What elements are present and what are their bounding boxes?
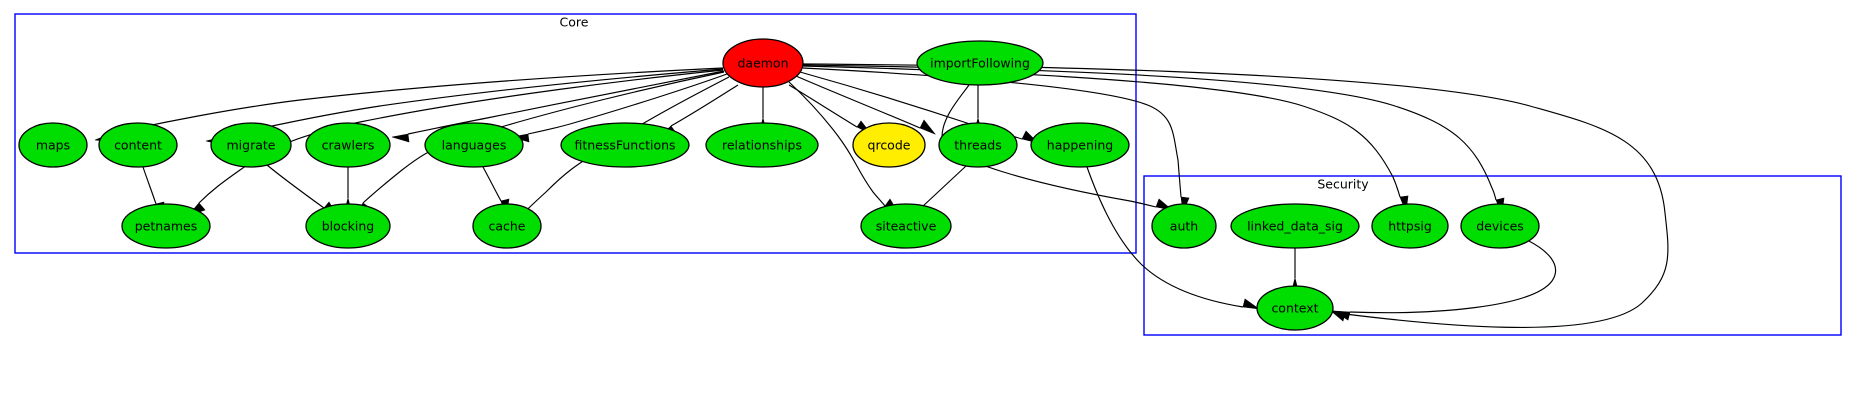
node-shape-threads[interactable]	[938, 122, 1018, 168]
edge-line	[788, 84, 858, 128]
node-crawlers[interactable]: crawlers	[305, 122, 391, 168]
edge-daemon-to-crawlers	[391, 70, 725, 143]
node-shape-relationships[interactable]	[705, 122, 819, 168]
cluster-border-security	[1143, 175, 1842, 336]
node-auth[interactable]: auth	[1151, 203, 1217, 249]
node-blocking[interactable]: blocking	[305, 203, 391, 249]
edge-line	[142, 166, 157, 205]
edge-line	[221, 68, 724, 138]
edges-layer	[94, 63, 1669, 328]
node-shape-happening[interactable]	[1030, 122, 1130, 168]
edge-line	[198, 69, 724, 204]
node-languages[interactable]: languages	[424, 122, 524, 168]
edge-line	[1349, 239, 1557, 314]
node-shape-migrate[interactable]	[210, 122, 292, 168]
cluster-label-core: Core	[560, 15, 589, 30]
node-shape-languages[interactable]	[424, 122, 524, 168]
edge-line	[795, 75, 921, 129]
node-migrate[interactable]: migrate	[210, 122, 292, 168]
node-siteactive[interactable]: siteactive	[860, 203, 952, 249]
node-fitnessFunctions[interactable]: fitnessFunctions	[560, 122, 690, 168]
edge-line	[670, 84, 739, 127]
node-happening[interactable]: happening	[1030, 122, 1130, 168]
edge-line	[527, 73, 728, 135]
node-qrcode[interactable]: qrcode	[852, 122, 926, 168]
edge-line	[941, 84, 1157, 208]
edge-line	[788, 81, 886, 207]
edge-line	[802, 67, 1182, 198]
edge-arrowhead-icon	[1332, 310, 1351, 321]
edge-line	[482, 166, 502, 202]
edge-line	[802, 63, 1669, 328]
cluster-border-core	[14, 13, 1137, 254]
edge-arrowhead-icon	[919, 119, 936, 135]
node-shape-devices[interactable]	[1460, 203, 1540, 249]
edge-line	[109, 67, 724, 135]
node-shape-fitnessFunctions[interactable]	[560, 122, 690, 168]
node-shape-auth[interactable]	[1151, 203, 1217, 249]
edge-arrowhead-icon	[1242, 298, 1260, 310]
node-shape-context[interactable]	[1256, 285, 1334, 331]
edge-line	[266, 164, 325, 209]
edge-line	[407, 70, 725, 135]
node-httpsig[interactable]: httpsig	[1371, 203, 1449, 249]
node-devices[interactable]: devices	[1460, 203, 1540, 249]
edge-happening-to-context	[1086, 166, 1260, 310]
node-petnames[interactable]: petnames	[121, 203, 211, 249]
node-cache[interactable]: cache	[472, 203, 542, 249]
node-threads[interactable]: threads	[938, 122, 1018, 168]
node-shape-importFollowing[interactable]	[916, 40, 1044, 86]
node-shape-daemon[interactable]	[722, 38, 804, 88]
node-shape-maps[interactable]	[18, 122, 88, 168]
node-shape-qrcode[interactable]	[852, 122, 926, 168]
node-shape-crawlers[interactable]	[305, 122, 391, 168]
node-content[interactable]: content	[98, 122, 178, 168]
edge-line	[921, 165, 967, 208]
edge-line	[1086, 166, 1244, 308]
edge-arrowhead-icon	[391, 133, 410, 143]
node-linked_data_sig[interactable]: linked_data_sig	[1230, 203, 1360, 249]
edge-daemon-to-qrcode	[788, 84, 872, 135]
node-relationships[interactable]: relationships	[705, 122, 819, 168]
node-shape-httpsig[interactable]	[1371, 203, 1449, 249]
node-daemon[interactable]: daemon	[722, 38, 804, 88]
cluster-label-security: Security	[1317, 177, 1369, 192]
node-maps[interactable]: maps	[18, 122, 88, 168]
node-shape-siteactive[interactable]	[860, 203, 952, 249]
node-importFollowing[interactable]: importFollowing	[916, 40, 1044, 86]
cluster-security: Security	[1143, 175, 1842, 336]
node-shape-content[interactable]	[98, 122, 178, 168]
node-context[interactable]: context	[1256, 285, 1334, 331]
node-shape-petnames[interactable]	[121, 203, 211, 249]
node-shape-blocking[interactable]	[305, 203, 391, 249]
node-shape-cache[interactable]	[472, 203, 542, 249]
edge-daemon-to-threads	[795, 75, 936, 135]
cluster-core: Core	[14, 13, 1137, 254]
node-shape-linked_data_sig[interactable]	[1230, 203, 1360, 249]
edge-devices-to-context	[1332, 239, 1557, 321]
edge-daemon-to-context	[802, 63, 1669, 328]
